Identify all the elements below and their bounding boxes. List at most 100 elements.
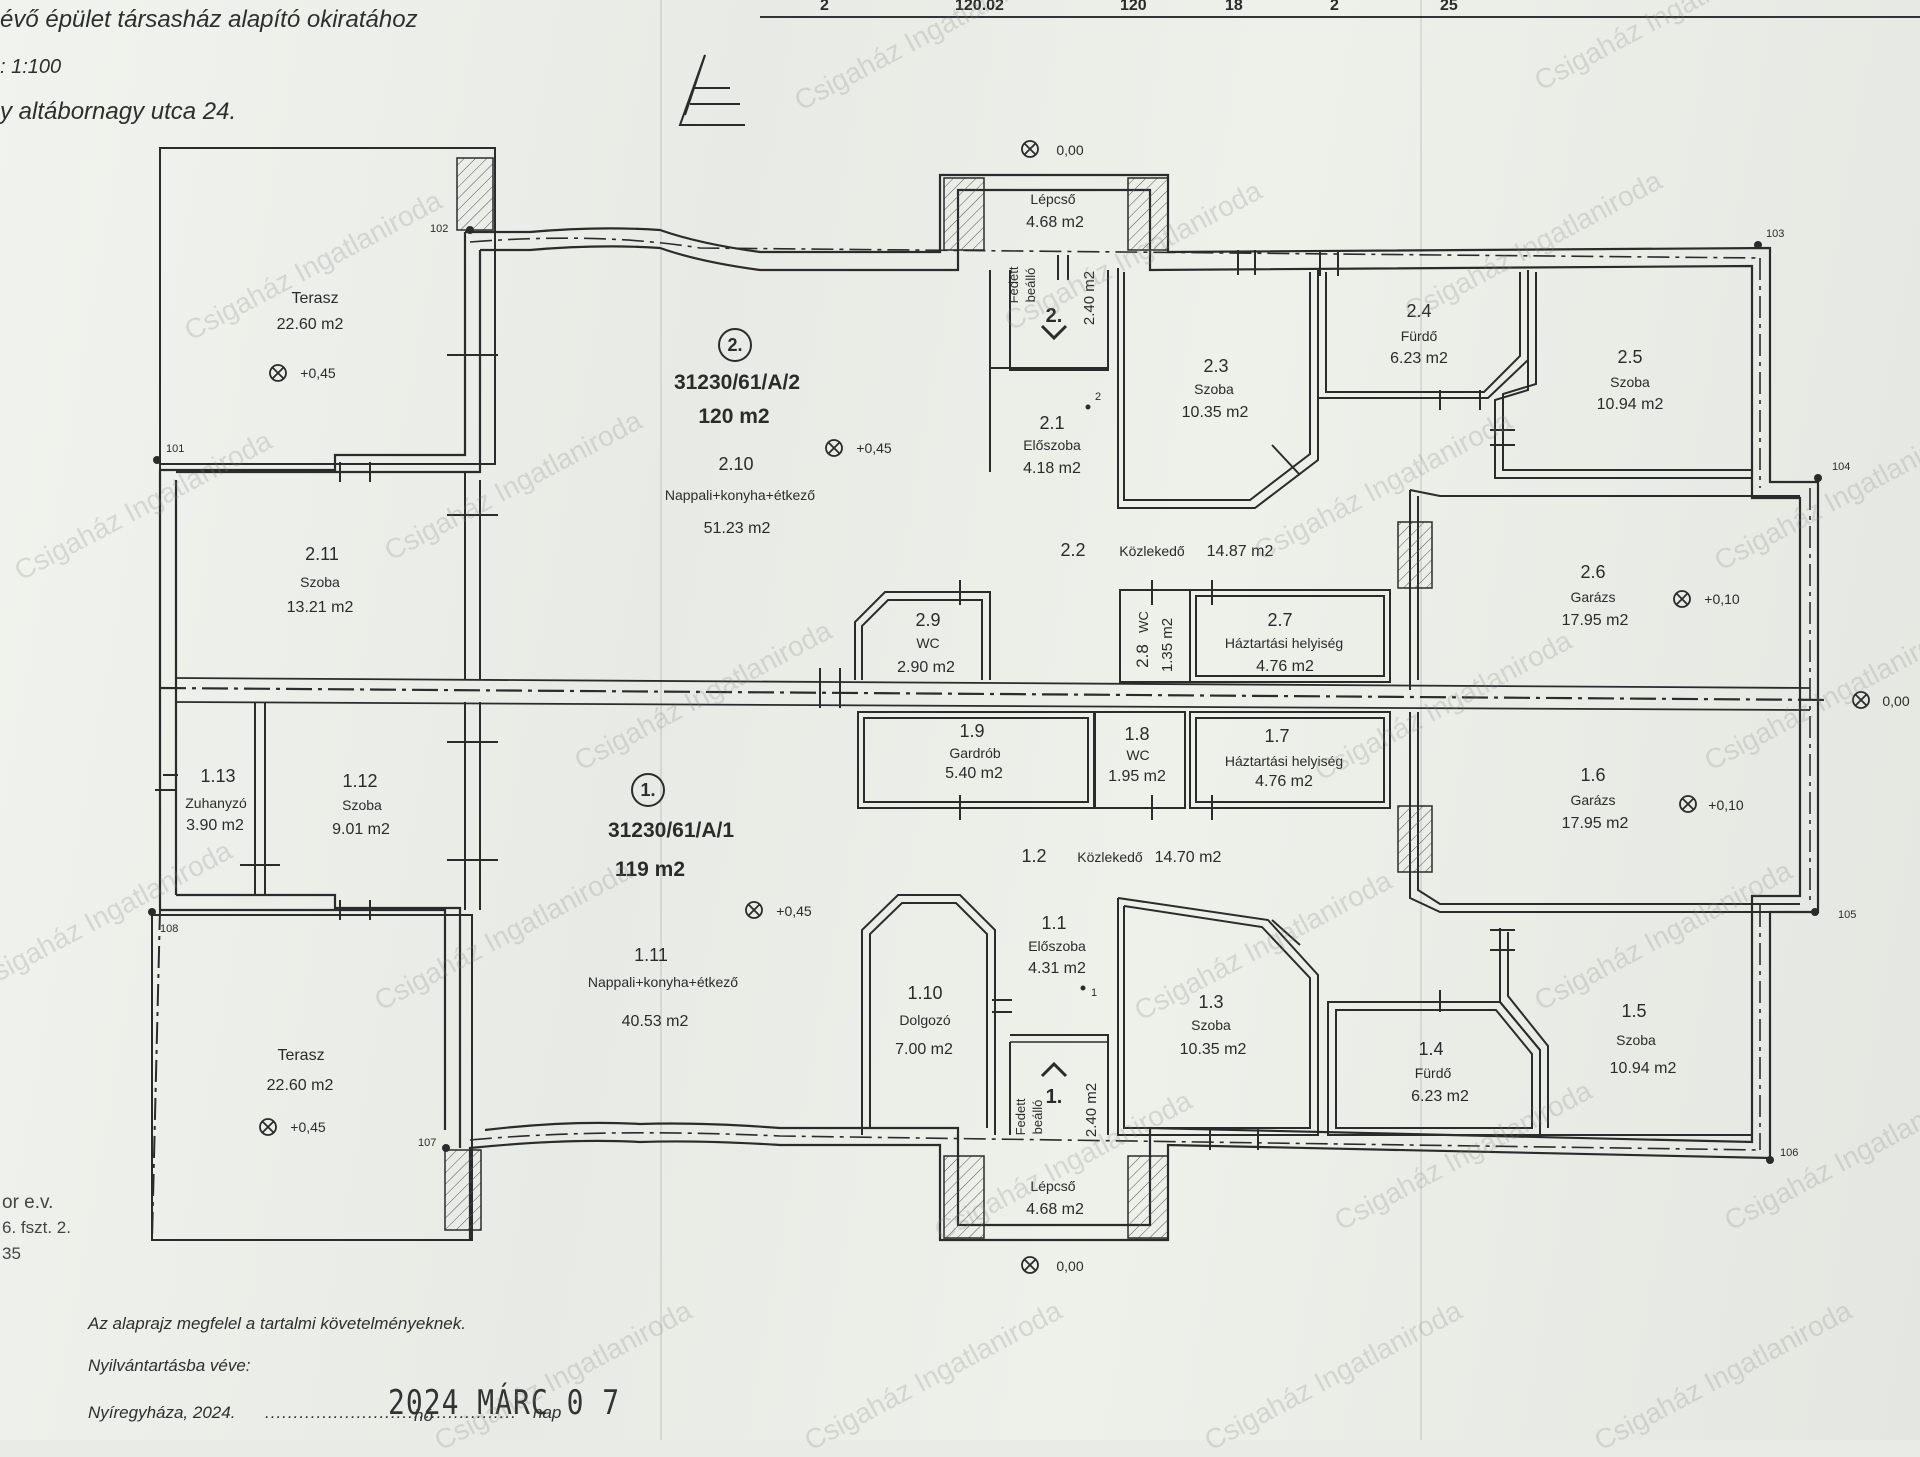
room-area: 17.95 m2 — [1562, 612, 1629, 629]
room-number: 2.5 — [1617, 347, 1642, 367]
unit2-partitions — [464, 268, 1800, 690]
room-name: Szoba — [1610, 374, 1650, 390]
beallo-badge: 1. — [1046, 1086, 1063, 1108]
room-name: Szoba — [1194, 381, 1234, 397]
unit2-area: 120 m2 — [698, 405, 769, 428]
room-area: 17.95 m2 — [1562, 815, 1629, 832]
terrace-bottom-outline — [151, 914, 473, 1241]
table-cell: 120 — [1120, 0, 1147, 14]
room-level: +0,45 — [300, 365, 336, 381]
survey-point-label: 108 — [160, 923, 178, 935]
level-markers — [259, 140, 1870, 1274]
room-level: +0,45 — [290, 1119, 326, 1135]
room-area: 7.00 m2 — [895, 1041, 953, 1058]
room-area: 10.35 m2 — [1180, 1041, 1247, 1058]
room-area: 4.18 m2 — [1023, 460, 1081, 477]
beallo-area: 2.40 m2 — [1083, 1083, 1100, 1137]
room-name: Háztartási helyiség — [1225, 635, 1343, 651]
left-fragment: or e.v. — [2, 1192, 54, 1213]
room-area: 10.94 m2 — [1597, 396, 1664, 413]
room-number: 2.3 — [1203, 356, 1228, 376]
room-name: Közlekedő — [1077, 849, 1143, 865]
unit1-badge: 1. — [640, 780, 655, 800]
room-number: 2.8 — [1133, 644, 1152, 668]
survey-point-label: 107 — [418, 1137, 436, 1149]
room-number: 2.11 — [305, 544, 339, 564]
room-number: 1.11 — [634, 945, 668, 965]
room-name: Előszoba — [1028, 938, 1086, 954]
survey-point-label: 101 — [166, 443, 184, 455]
unit-badge-circle — [718, 328, 752, 362]
room-number: 1.1 — [1041, 913, 1066, 933]
room-area: 10.94 m2 — [1610, 1060, 1677, 1077]
paper-fold — [660, 0, 662, 1440]
level-marker-icon — [1673, 590, 1691, 608]
room-number: 2.2 — [1060, 540, 1085, 560]
table-cell: 2 — [1330, 0, 1339, 14]
room-name: Fürdő — [1415, 1065, 1452, 1081]
table-cell: 2 — [820, 0, 829, 14]
survey-point-label: 102 — [430, 223, 448, 235]
room-number: 1.8 — [1124, 724, 1149, 744]
room-area: 4.68 m2 — [1026, 214, 1084, 231]
room-number: 2.10 — [718, 454, 753, 474]
table-cell: 18 — [1225, 0, 1243, 14]
beallo-name: beálló — [1030, 1100, 1045, 1135]
room-name: Közlekedő — [1119, 543, 1185, 559]
room-level: +0,10 — [1708, 797, 1744, 813]
room-area: 9.01 m2 — [332, 821, 390, 838]
entry-mark: 2 — [1095, 391, 1101, 403]
beallo-name: Fedett — [1013, 1098, 1028, 1135]
date-stamp: 2024 MÁRC 0 7 — [388, 1382, 621, 1423]
room-area: 14.87 m2 — [1207, 543, 1274, 560]
level-marker-icon — [269, 364, 287, 382]
room-number: 2.9 — [915, 610, 940, 630]
left-fragment: 35 — [2, 1244, 21, 1263]
level-marker-icon — [1679, 795, 1697, 813]
room-area: 13.21 m2 — [287, 599, 354, 616]
level-marker-icon — [1852, 691, 1870, 709]
north-arrow-icon — [678, 54, 745, 126]
room-area: 4.68 m2 — [1026, 1201, 1084, 1218]
room-name: Szoba — [300, 574, 340, 590]
level-marker-icon — [825, 439, 843, 457]
room-area: 4.31 m2 — [1028, 960, 1086, 977]
room-name: Háztartási helyiség — [1225, 753, 1343, 769]
room-level: 0,00 — [1056, 142, 1083, 158]
room-number: 2.1 — [1039, 413, 1064, 433]
survey-points — [148, 226, 1822, 1164]
room-area: 1.35 m2 — [1159, 618, 1176, 672]
beallo-name: Fedett — [1006, 266, 1021, 303]
room-name: Terasz — [277, 1047, 324, 1064]
room-name: Garázs — [1570, 589, 1615, 605]
room-level: +0,10 — [1704, 591, 1740, 607]
room-area: 6.23 m2 — [1390, 350, 1448, 367]
room-name: WC — [1136, 611, 1151, 633]
room-number: 1.7 — [1264, 726, 1289, 746]
footer-dots: ........................................… — [265, 1403, 517, 1422]
survey-point-label: 103 — [1766, 228, 1784, 240]
room-level: +0,45 — [856, 440, 892, 456]
room-number: 1.9 — [959, 721, 984, 741]
room-name: Lépcső — [1030, 1178, 1075, 1194]
room-number: 1.4 — [1418, 1039, 1443, 1059]
footer-statement: Az alaprajz megfelel a tartalmi követelm… — [88, 1314, 466, 1333]
entrance-arrow-icon — [1040, 1061, 1068, 1078]
room-name: Terasz — [291, 290, 338, 307]
room-number: 1.3 — [1198, 992, 1223, 1012]
room-number: 1.5 — [1621, 1001, 1646, 1021]
room-name: Nappali+konyha+étkező — [665, 487, 815, 503]
room-number: 2.7 — [1267, 610, 1292, 630]
stair-top — [943, 177, 1169, 251]
level-marker-icon — [1021, 1256, 1039, 1274]
room-area: 6.23 m2 — [1411, 1088, 1469, 1105]
room-number: 1.12 — [342, 771, 377, 791]
door-marks — [155, 250, 1515, 1150]
left-fragment: 6. fszt. 2. — [2, 1218, 71, 1237]
entry-mark: 1 — [1091, 987, 1097, 999]
entrance-arrow-icon — [1040, 324, 1068, 341]
survey-point-label: 106 — [1780, 1147, 1798, 1159]
unit1-partitions — [254, 702, 1800, 1136]
room-level: 0,00 — [1056, 1258, 1083, 1274]
